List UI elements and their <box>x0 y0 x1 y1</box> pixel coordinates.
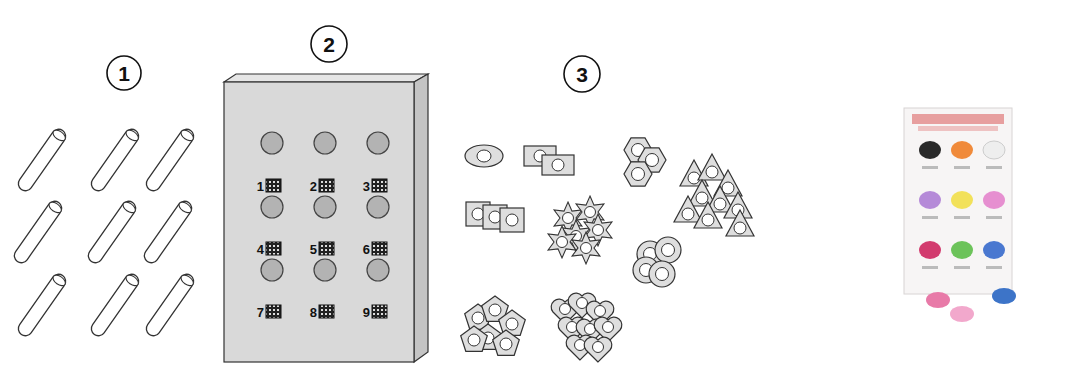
photo-peg <box>983 191 1005 209</box>
peg <box>16 126 69 193</box>
hole-number: 9 <box>354 306 370 319</box>
braille-tag <box>372 179 387 192</box>
braille-tag <box>266 305 281 318</box>
board-top <box>224 74 428 82</box>
hole-number: 3 <box>354 180 370 193</box>
photo-peg <box>919 191 941 209</box>
peg-board <box>224 74 428 362</box>
pentagon-piece <box>499 310 526 335</box>
square-piece <box>500 208 524 232</box>
hole <box>261 196 283 218</box>
circle-outline <box>107 56 141 90</box>
photo-caption <box>986 266 1002 269</box>
callout-circle: 2 <box>310 25 348 63</box>
hole <box>261 259 283 281</box>
triangle-piece <box>694 202 722 228</box>
braille-tag <box>372 242 387 255</box>
hole-number: 2 <box>301 180 317 193</box>
triangle-piece <box>674 196 702 222</box>
photo-caption <box>954 266 970 269</box>
hole <box>261 132 283 154</box>
callout-number: 3 <box>576 64 588 85</box>
photo-caption <box>954 216 970 219</box>
triangle-piece <box>726 210 754 236</box>
shape-pieces <box>461 138 754 362</box>
braille-tag <box>372 305 387 318</box>
callout-circle: 3 <box>563 55 601 93</box>
peg <box>89 126 142 193</box>
callout-number: 2 <box>323 34 335 55</box>
photo-caption <box>922 216 938 219</box>
star-piece <box>572 232 600 264</box>
peg <box>16 271 69 338</box>
circle-piece <box>655 237 681 263</box>
braille-tag <box>319 179 334 192</box>
hole <box>367 259 389 281</box>
callout-number: 1 <box>118 63 130 84</box>
peg <box>89 271 142 338</box>
circle-piece <box>649 261 675 287</box>
braille-tag <box>319 305 334 318</box>
board-side <box>414 74 428 362</box>
peg <box>144 271 197 338</box>
photo-card <box>904 108 1012 294</box>
circle-outline <box>564 56 600 92</box>
peg <box>142 198 195 265</box>
hole-number: 8 <box>301 306 317 319</box>
photo-captions <box>922 166 1002 269</box>
photo-caption <box>986 166 1002 169</box>
peg <box>86 198 139 265</box>
braille-tag <box>319 242 334 255</box>
product-photo <box>904 108 1016 322</box>
hole-number: 4 <box>248 243 264 256</box>
hexagon-piece <box>624 162 652 186</box>
photo-caption <box>986 216 1002 219</box>
photo-peg <box>983 141 1005 159</box>
photo-loose-peg <box>992 288 1016 304</box>
photo-peg <box>983 241 1005 259</box>
photo-loose-peg <box>950 306 974 322</box>
photo-peg <box>951 191 973 209</box>
photo-peg <box>919 241 941 259</box>
peg <box>12 198 65 265</box>
board-holes <box>261 132 389 281</box>
photo-loose-peg <box>926 292 950 308</box>
photo-title-band <box>918 126 998 131</box>
hole-number: 5 <box>301 243 317 256</box>
photo-caption <box>954 166 970 169</box>
photo-caption <box>922 266 938 269</box>
hole <box>367 132 389 154</box>
braille-tag <box>266 242 281 255</box>
photo-peg <box>951 241 973 259</box>
pegs <box>12 126 197 338</box>
hole-number: 6 <box>354 243 370 256</box>
photo-caption <box>922 166 938 169</box>
oval-piece <box>465 145 503 167</box>
hole-number: 1 <box>248 180 264 193</box>
hole-number: 7 <box>248 306 264 319</box>
hole <box>367 196 389 218</box>
photo-peg <box>919 141 941 159</box>
photo-title-band <box>912 114 1004 124</box>
heart-piece <box>584 337 612 362</box>
hole <box>314 259 336 281</box>
board-front <box>224 82 414 362</box>
pentagon-piece <box>461 326 488 351</box>
triangle-piece <box>698 154 726 180</box>
star-piece <box>548 226 576 258</box>
braille-tag <box>266 179 281 192</box>
pentagon-piece <box>493 330 520 355</box>
hole <box>314 196 336 218</box>
rectangle-piece <box>542 155 574 175</box>
peg <box>144 126 197 193</box>
braille-tags <box>266 179 387 318</box>
photo-peg <box>951 141 973 159</box>
circle-outline <box>311 26 347 62</box>
callout-circle: 1 <box>106 55 142 91</box>
hole <box>314 132 336 154</box>
